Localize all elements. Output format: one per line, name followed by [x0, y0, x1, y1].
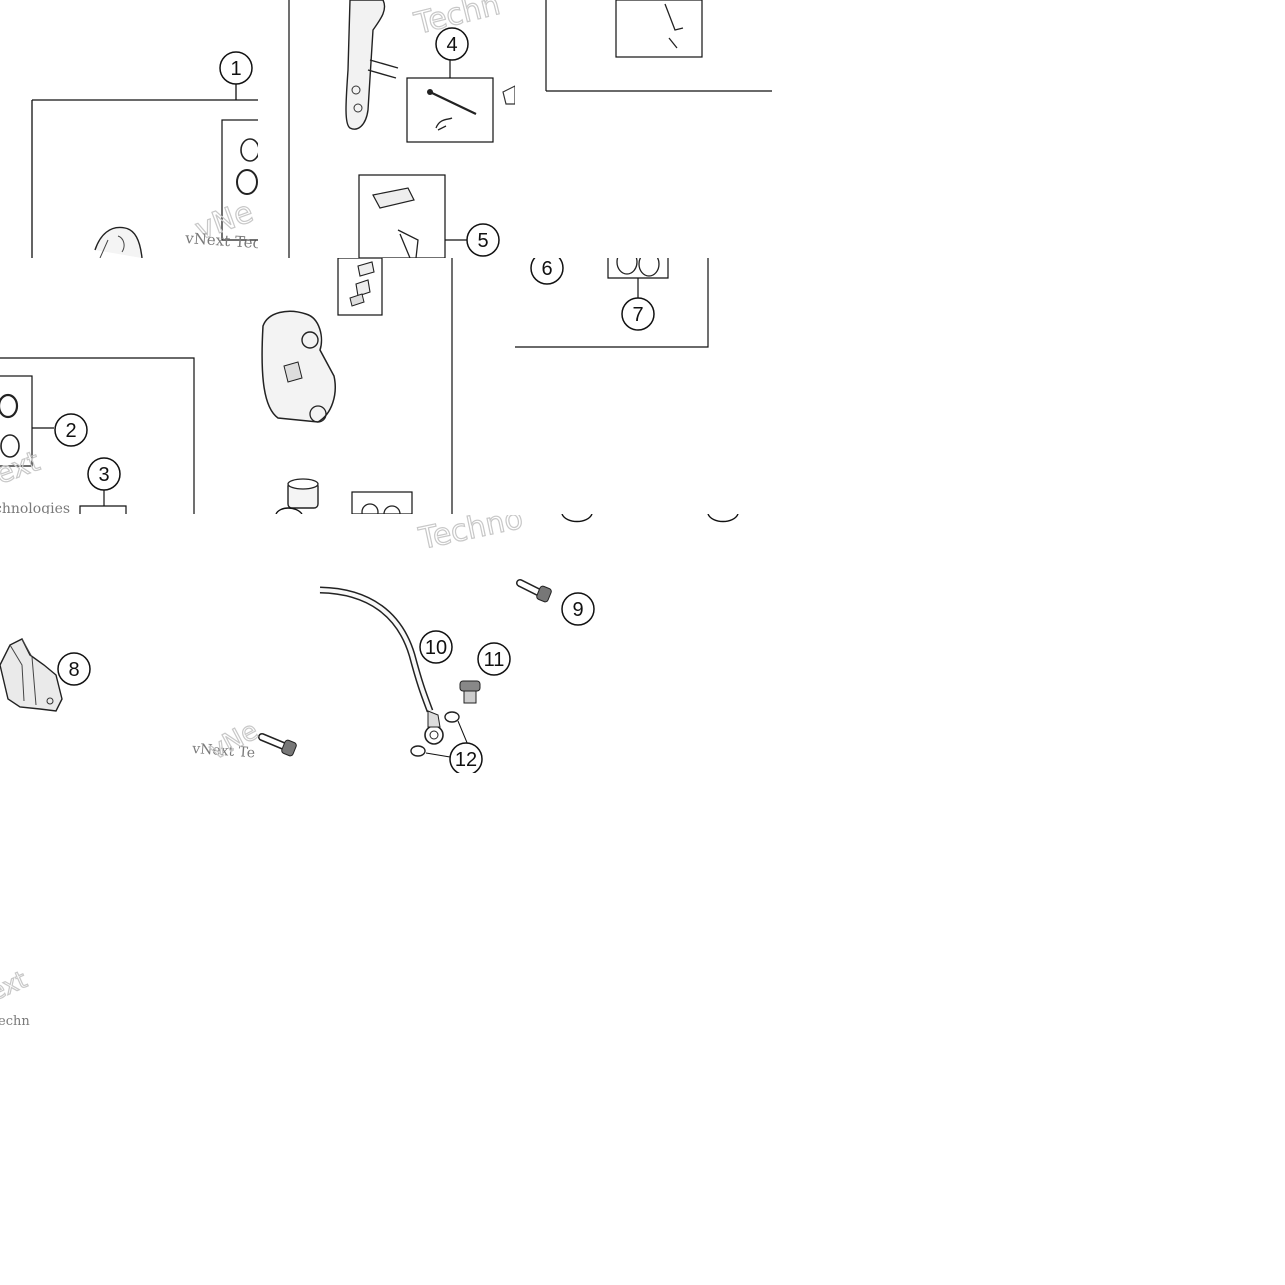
diagram-tile-top-middle: Techn 4 5 [288, 0, 515, 258]
diagram-tile-bottom-left: vNext Te vNe 8 [0, 515, 300, 773]
callout-label-8[interactable]: 8 [68, 659, 79, 681]
callout-label-6[interactable]: 6 [541, 258, 552, 280]
diagram-tile-bottom-center: Techno 10 11 12 9 [300, 515, 600, 773]
callout-label-9a[interactable]: 9 [572, 599, 583, 621]
partial-callout-fragment [707, 514, 739, 523]
callout-label-10[interactable]: 10 [425, 637, 447, 659]
watermark-text: chnologies [0, 501, 70, 514]
diagram-tile-top-left: vNe vNext Tec 1 [0, 0, 258, 258]
diagram-tile-center: ogies [258, 258, 515, 514]
watermark-fragment-lower-left: ext echn [0, 965, 32, 1035]
callout-circle-2 [54, 413, 88, 447]
callout-label-11[interactable]: 11 [484, 649, 505, 671]
watermark-brand: vNext Tec [184, 229, 258, 252]
callout-label-1[interactable]: 1 [230, 58, 241, 80]
watermark-large: ext [0, 444, 44, 490]
callout-circle-8 [57, 652, 91, 686]
partial-callout-fragment [561, 514, 593, 523]
callout-label-5[interactable]: 5 [477, 230, 488, 252]
watermark-large: ext [0, 965, 31, 1006]
callout-label-3[interactable]: 3 [98, 464, 109, 486]
diagram-tile-middle-left: chnologies ext 2 3 [0, 258, 258, 514]
callout-label-12[interactable]: 12 [455, 749, 477, 771]
diagram-tile-top-right [545, 0, 772, 100]
callout-circle-7 [621, 297, 655, 331]
callout-circle-1 [219, 51, 253, 85]
callout-circle-3 [87, 457, 121, 491]
callout-label-2[interactable]: 2 [65, 420, 76, 442]
callout-circle-10 [419, 630, 453, 664]
watermark-text: echn [0, 1014, 30, 1029]
watermark-large: Techno [415, 515, 526, 557]
callout-label-7[interactable]: 7 [632, 304, 643, 326]
callout-circle-4 [435, 27, 469, 61]
callout-label-4[interactable]: 4 [446, 34, 457, 56]
callout-circle-12 [449, 742, 483, 773]
callout-circle-5 [466, 223, 500, 257]
watermark-brand: vNext Te [191, 741, 256, 761]
callout-circle-9a [561, 592, 595, 626]
diagram-tile-middle-right: 6 7 [515, 258, 715, 350]
callout-circle-6 [530, 258, 564, 285]
callout-circle-11 [477, 642, 511, 676]
